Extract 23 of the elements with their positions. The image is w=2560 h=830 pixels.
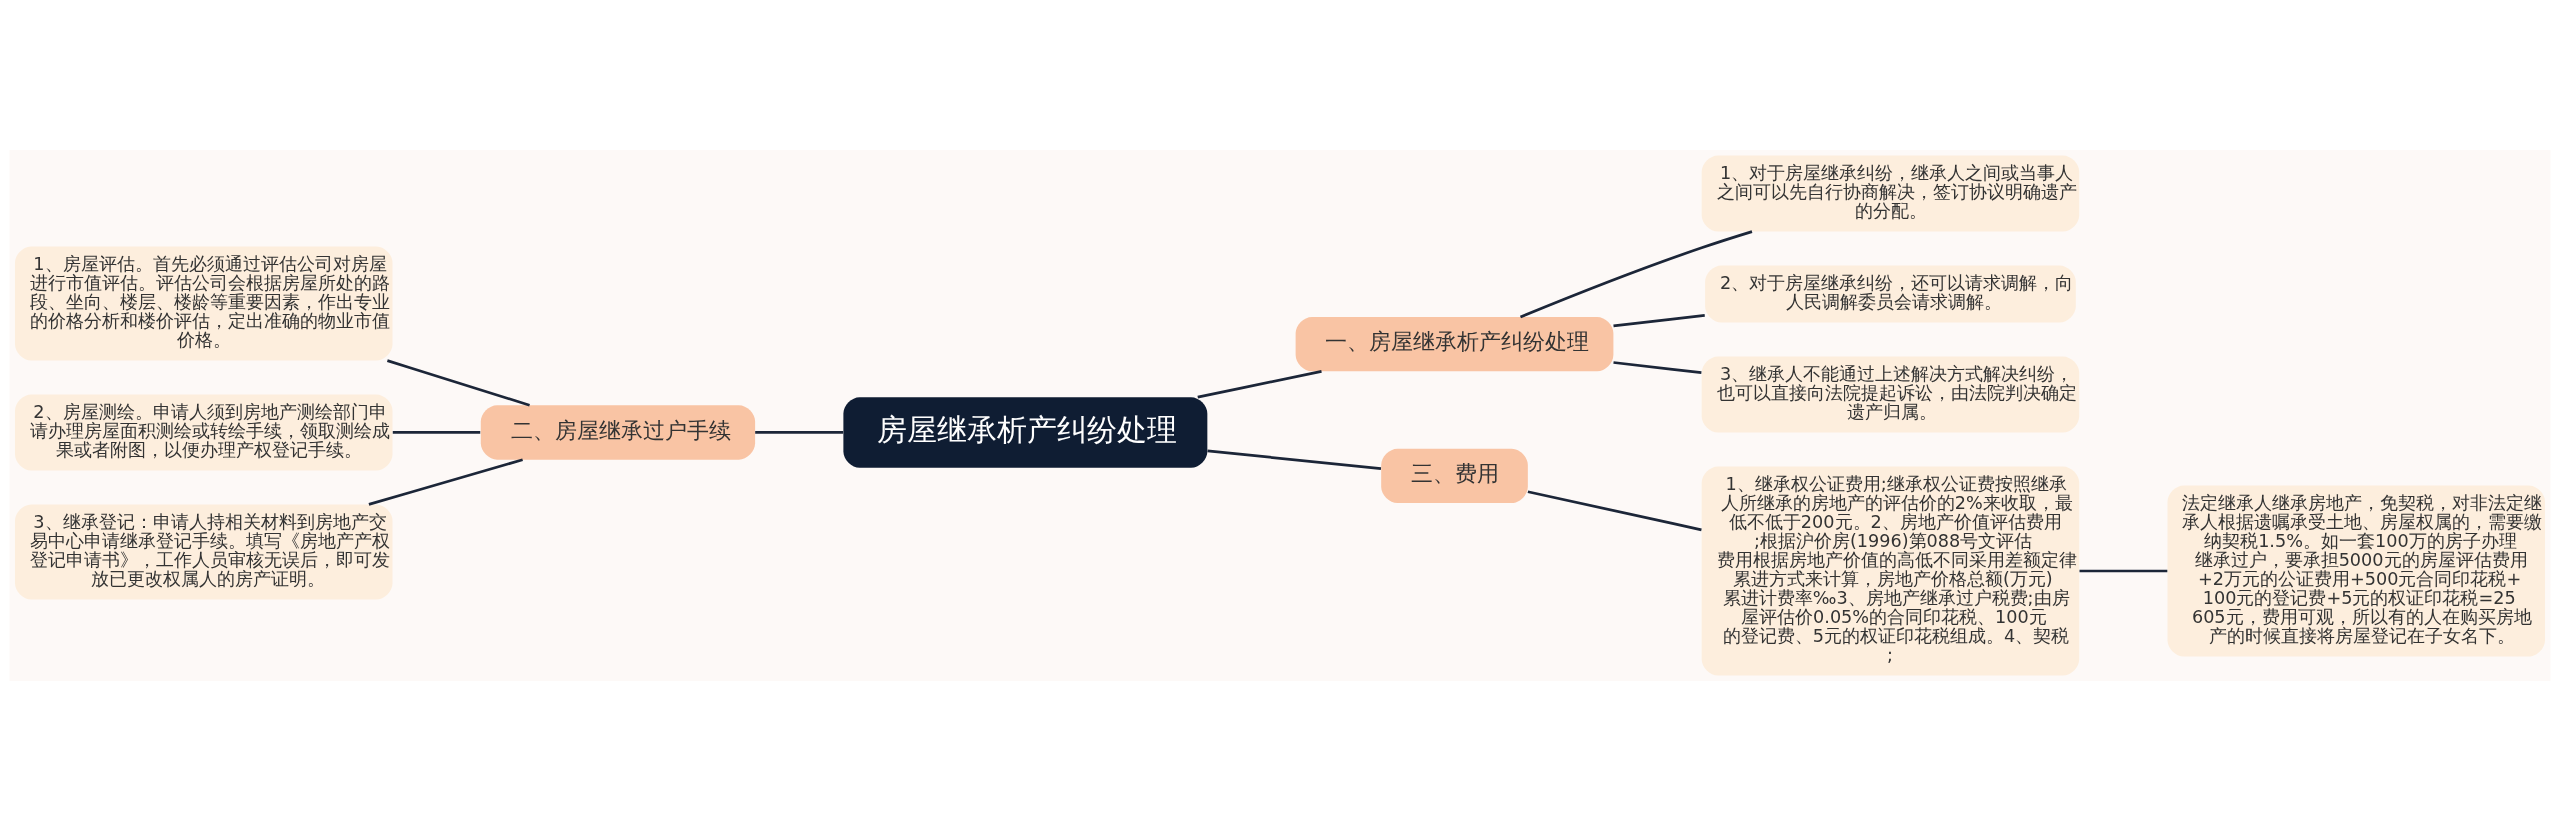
connector <box>1519 229 1753 318</box>
node-box: 二、房屋继承过户手续 <box>480 404 756 460</box>
connector <box>1527 489 1702 531</box>
connector <box>1207 449 1382 470</box>
connector <box>392 430 481 434</box>
connector <box>1197 369 1322 398</box>
node-box: 1、继承权公证费用;继承权公证费按照继承人所继承的房地产的评估价的2%来收取，最低不低于200元。2、房地产价值评估费用;根据沪价房(1996)第088号文评估费用根据房地产价值的高低不同采用差额定律累进方式来计算，房地产价格总额(万元) 累进计费率‰3、房地产继承过户税费;由房屋评估价0.05%的合同印花税、100元的登记费、5元的权证印花税组成。4、契税; <box>1701 465 2080 676</box>
node-box: 2、房屋测绘。申请人须到房地产测绘部门申请办理房屋面积测绘或转绘手续，领取测绘成果或者附图，以便办理产权登记手续。 <box>14 393 393 470</box>
node-box: 2、对于房屋继承纠纷，还可以请求调解，向人民调解委员会请求调解。 <box>1705 264 2076 322</box>
connector <box>1613 360 1702 374</box>
connector <box>2079 569 2168 572</box>
node-box: 1、对于房屋继承纠纷，继承人之间或当事人之间可以先自行协商解决，签订协议明确遗产的分配。 <box>1701 154 2080 231</box>
connector <box>368 457 523 506</box>
node-box: 3、继承人不能通过上述解决方式解决纠纷，也可以直接向法院提起诉讼，由法院判决确定遗产归属。 <box>1701 355 2080 432</box>
node-box: 一、房屋继承析产纠纷处理 <box>1295 316 1614 371</box>
node-box: 房屋继承析产纠纷处理 <box>843 396 1208 468</box>
connector <box>755 430 844 434</box>
node-box: 3、继承登记：申请人持相关材料到房地产交易中心申请继承登记手续。填写《房地产产权登记申请书》，工作人员审核无误后，即可发放已更改权属人的房产证明。 <box>14 503 393 599</box>
node-box: 法定继承人继承房地产，免契税，对非法定继承人根据遗嘱承受土地、房屋权属的，需要缴纳契税1.5%。如一套100万的房子办理继承过户，要承担5000元的房屋评估费用+2万元的公证费用+500元合同印花税+100元的登记费+5元的权证印花税=25605元，费用可观，所以有的人在购买房地产的时候直接将房屋登记在子女名下。 <box>2167 484 2546 657</box>
connector <box>386 358 530 406</box>
node-box: 三、费用 <box>1381 448 1528 503</box>
node-box: 1、房屋评估。首先必须通过评估公司对房屋进行市值评估。评估公司会根据房屋所处的路段、坐向、楼层、楼龄等重要因素，作出专业的价格分析和楼价评估，定出准确的物业市值价格。 <box>14 245 393 360</box>
connector <box>1613 313 1705 327</box>
